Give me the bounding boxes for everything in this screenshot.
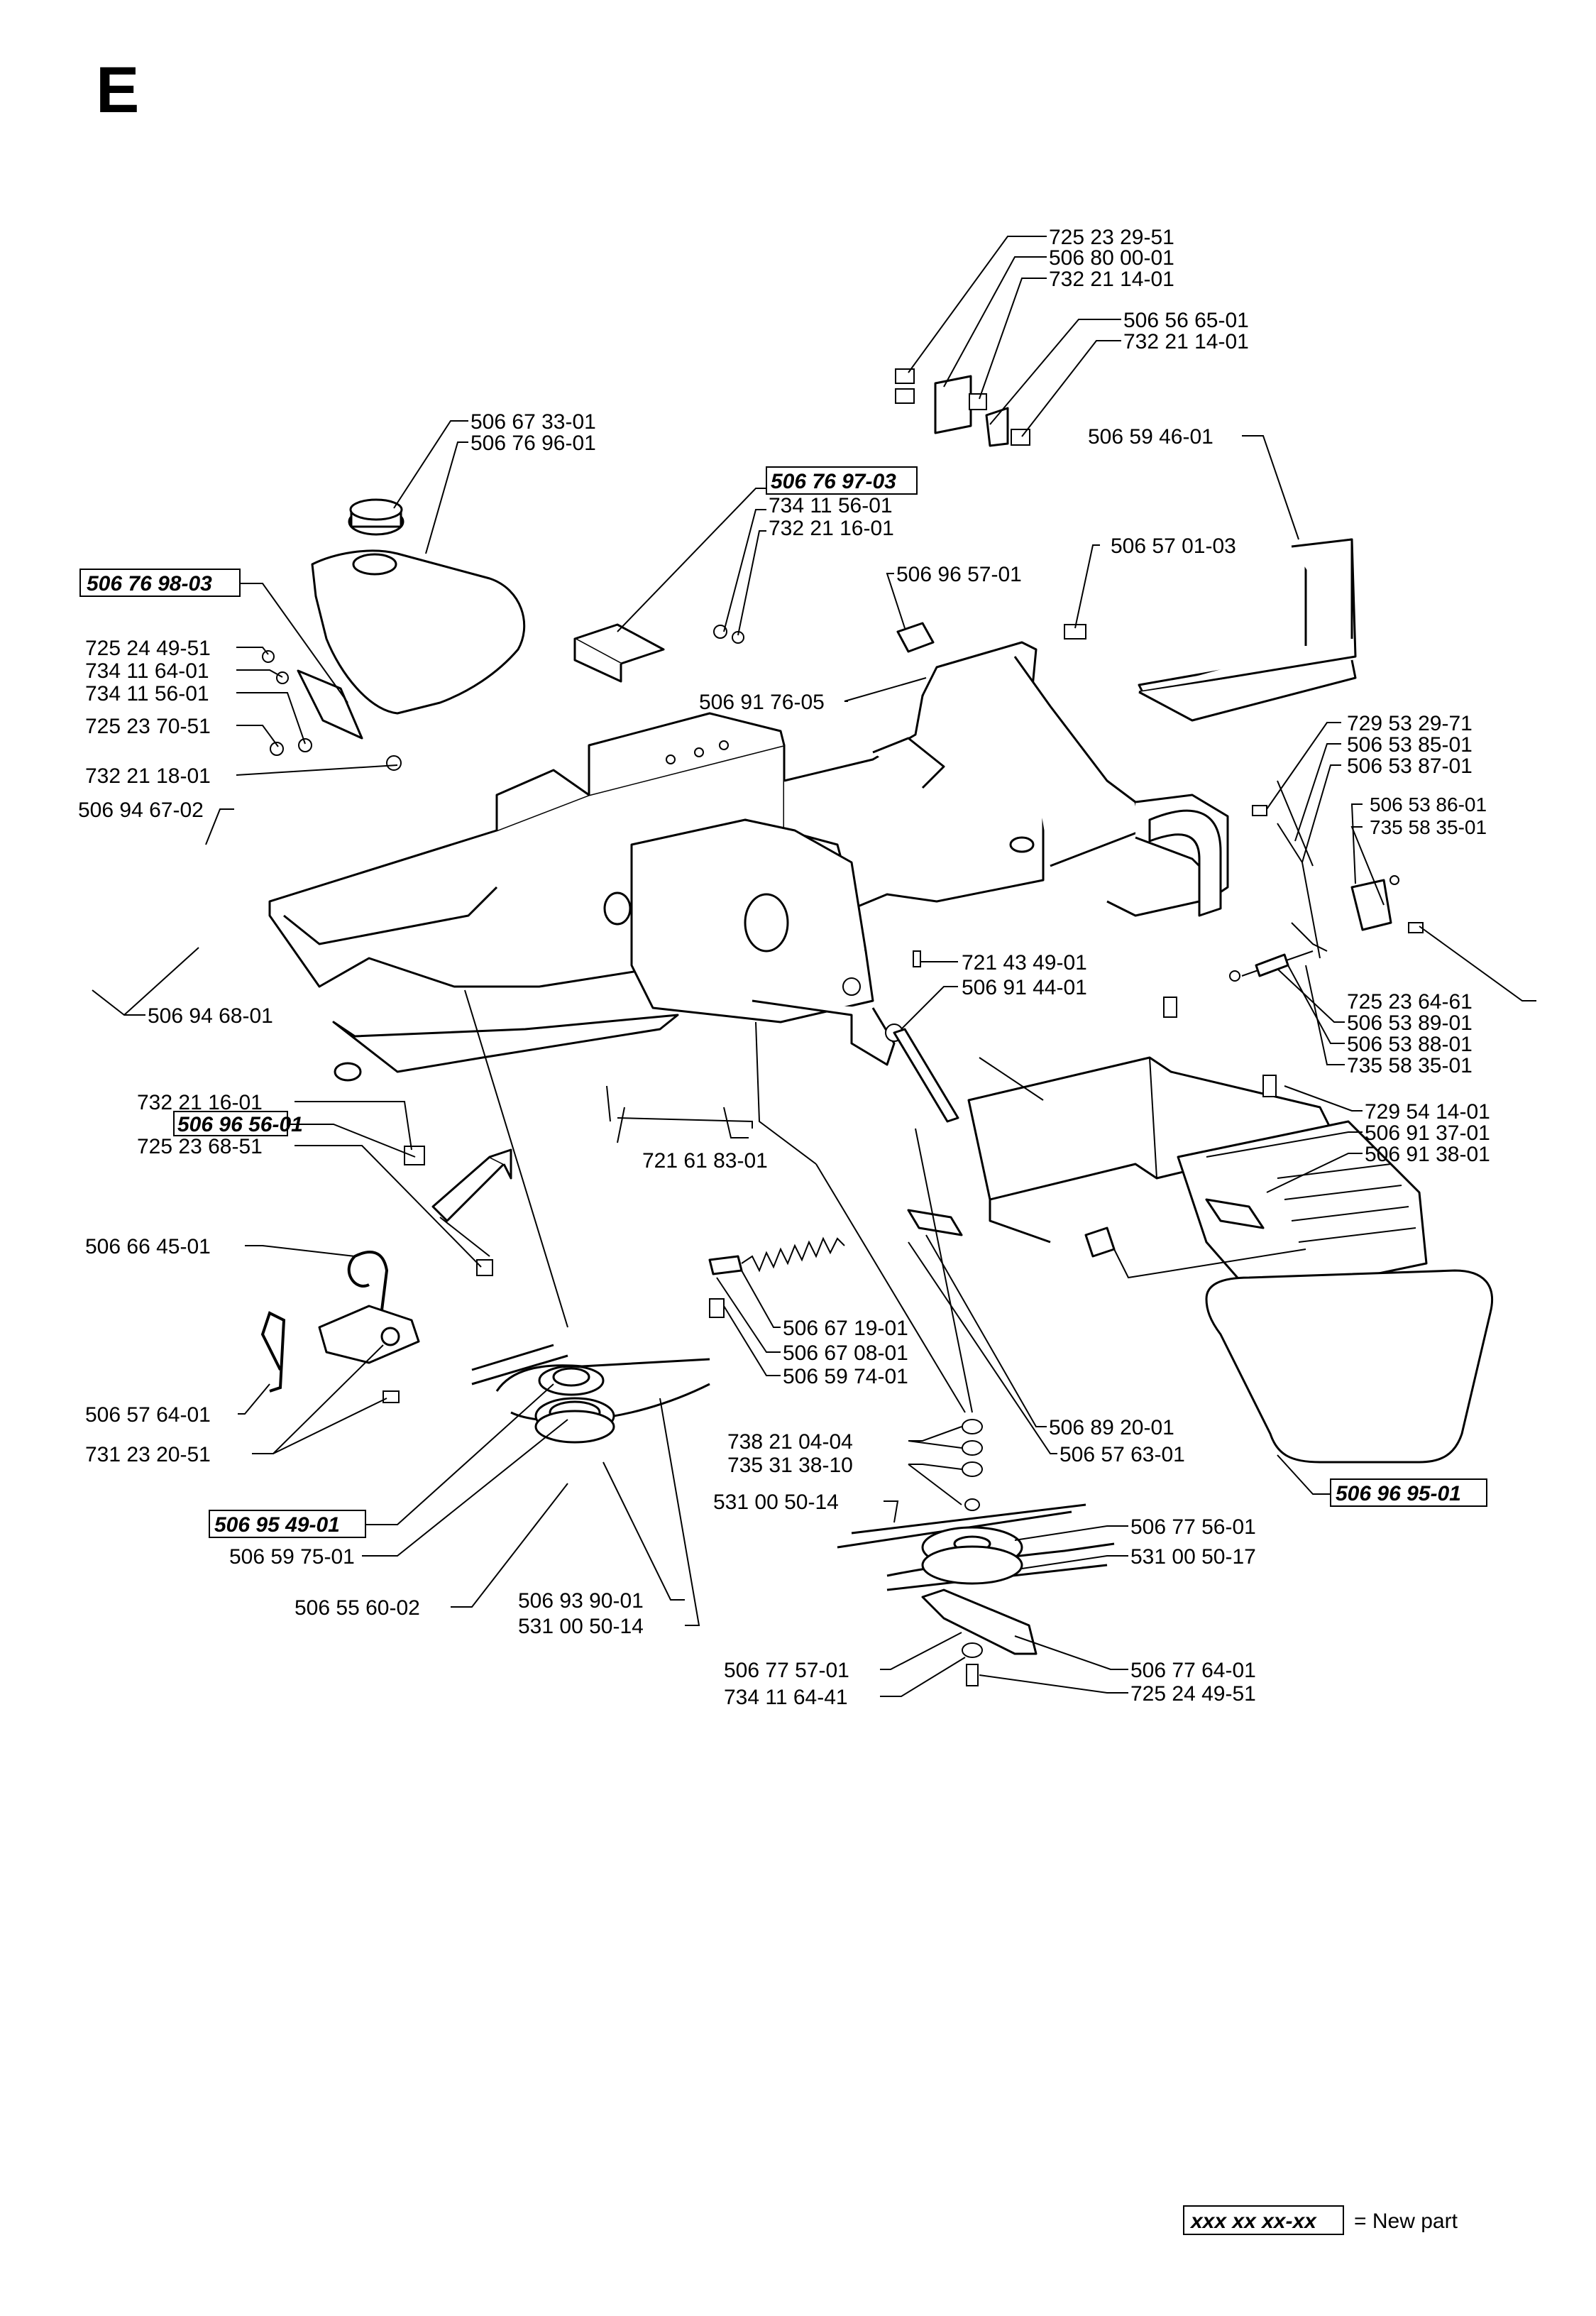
part-number-label: 732 21 18-01 bbox=[85, 764, 211, 788]
part-number-label: 506 96 57-01 bbox=[896, 563, 1022, 586]
knob-illustration bbox=[896, 622, 935, 653]
bracket-hardware-illustration bbox=[895, 368, 1030, 447]
part-number-label: 506 91 76-05 bbox=[699, 691, 825, 714]
part-number-label: 506 53 87-01 bbox=[1347, 754, 1473, 778]
right-pulley-illustration bbox=[837, 1419, 1115, 1686]
part-number-label: 721 61 83-01 bbox=[642, 1149, 768, 1173]
part-number-label: 506 59 75-01 bbox=[229, 1545, 355, 1569]
part-number-label: 732 21 16-01 bbox=[769, 517, 894, 540]
seat-plate-illustration bbox=[1064, 538, 1357, 722]
part-number-label: 734 11 64-41 bbox=[724, 1686, 848, 1709]
new-part-number-label: 506 76 98-03 bbox=[87, 572, 212, 596]
part-number-label: 506 91 44-01 bbox=[962, 976, 1087, 999]
part-number-label: 732 21 14-01 bbox=[1049, 268, 1174, 291]
new-part-box bbox=[766, 466, 918, 495]
new-part-box bbox=[209, 1510, 366, 1538]
new-part-box bbox=[79, 569, 241, 597]
part-number-label: 735 31 38-10 bbox=[727, 1454, 853, 1477]
part-number-label: 506 91 37-01 bbox=[1365, 1121, 1490, 1145]
part-number-label: 506 53 89-01 bbox=[1347, 1011, 1473, 1035]
part-number-label: 734 11 64-01 bbox=[85, 659, 209, 683]
part-number-label: 731 23 20-51 bbox=[85, 1443, 211, 1466]
part-number-label: 725 23 70-51 bbox=[85, 715, 211, 738]
part-number-label: 725 23 68-51 bbox=[137, 1135, 263, 1158]
lift-handle-illustration bbox=[1148, 809, 1222, 917]
part-number-label: 506 76 96-01 bbox=[470, 432, 596, 455]
new-part-number-label: 506 96 95-01 bbox=[1336, 1482, 1461, 1505]
fuel-tank-illustration bbox=[311, 498, 526, 715]
part-number-label: 506 53 85-01 bbox=[1347, 733, 1473, 757]
part-number-label: 506 59 74-01 bbox=[783, 1365, 908, 1388]
cotter-pin-illustration bbox=[606, 1085, 611, 1122]
part-number-label: 506 66 45-01 bbox=[85, 1235, 211, 1258]
part-number-label: 734 11 56-01 bbox=[769, 494, 893, 517]
part-number-label: 506 57 01-03 bbox=[1111, 534, 1236, 558]
guide-lines bbox=[464, 780, 1314, 1413]
tank-bracket-illustration bbox=[262, 623, 744, 771]
part-number-label: 732 21 14-01 bbox=[1123, 330, 1249, 353]
part-number-label: 531 00 50-14 bbox=[518, 1615, 644, 1638]
part-number-label: 506 67 33-01 bbox=[470, 410, 596, 434]
part-number-label: 506 93 90-01 bbox=[518, 1589, 644, 1613]
part-number-label: 735 58 35-01 bbox=[1347, 1054, 1473, 1077]
part-number-label: 506 77 64-01 bbox=[1130, 1659, 1256, 1682]
part-number-label: 506 77 57-01 bbox=[724, 1659, 849, 1682]
screw-illustration bbox=[1262, 1075, 1277, 1097]
pulley-bracket-illustration bbox=[260, 1305, 420, 1403]
part-number-label: 735 58 35-01 bbox=[1370, 816, 1487, 838]
part-number-label: 506 94 68-01 bbox=[148, 1004, 273, 1028]
part-number-label: 732 21 16-01 bbox=[137, 1091, 263, 1114]
legend: xxx xx xx-xx = New part bbox=[1183, 2205, 1458, 2235]
part-number-label: 725 23 29-51 bbox=[1049, 226, 1174, 249]
part-number-label: 725 24 49-51 bbox=[85, 637, 211, 660]
screw-illustration bbox=[1163, 997, 1177, 1018]
leader-lines bbox=[92, 236, 1536, 1697]
part-number-label: 506 89 20-01 bbox=[1049, 1416, 1174, 1439]
part-number-label: 506 56 65-01 bbox=[1123, 309, 1249, 332]
legend-text: = New part bbox=[1354, 2210, 1458, 2233]
left-pulley-belt-illustration bbox=[471, 1344, 710, 1444]
part-number-label: 506 59 46-01 bbox=[1088, 425, 1213, 449]
new-part-box bbox=[1330, 1478, 1487, 1507]
new-part-box bbox=[173, 1111, 288, 1136]
part-number-label: 506 80 00-01 bbox=[1049, 246, 1174, 270]
section-letter: E bbox=[96, 54, 139, 126]
part-number-label: 506 57 64-01 bbox=[85, 1403, 211, 1427]
new-part-number-label: 506 76 97-03 bbox=[771, 470, 896, 493]
grille-and-front-cover-illustration bbox=[1084, 1120, 1494, 1464]
shaft-illustration bbox=[893, 1028, 959, 1123]
bracket-bolt-illustration bbox=[404, 1107, 625, 1276]
part-number-label: 506 67 19-01 bbox=[783, 1317, 908, 1340]
part-number-label: 725 23 64-61 bbox=[1347, 990, 1473, 1014]
part-number-label: 506 67 08-01 bbox=[783, 1341, 908, 1365]
part-number-label: 531 00 50-14 bbox=[713, 1491, 839, 1514]
part-number-label: 738 21 04-04 bbox=[727, 1430, 853, 1454]
new-part-number-label: 506 96 56-01 bbox=[177, 1113, 303, 1136]
new-part-number-label: 506 95 49-01 bbox=[214, 1513, 340, 1537]
part-number-label: 506 53 86-01 bbox=[1370, 794, 1487, 816]
legend-box bbox=[1183, 2205, 1344, 2235]
part-number-label: 721 43 49-01 bbox=[962, 951, 1087, 975]
part-number-label: 506 55 60-02 bbox=[295, 1596, 420, 1620]
part-labels: 725 23 29-51 506 80 00-01 732 21 14-01 5… bbox=[78, 226, 1490, 1709]
part-number-label: 729 54 14-01 bbox=[1365, 1100, 1490, 1124]
part-number-label: 734 11 56-01 bbox=[85, 682, 209, 706]
part-number-label: 506 94 67-02 bbox=[78, 798, 204, 822]
part-number-label: 506 77 56-01 bbox=[1130, 1515, 1256, 1539]
part-number-label: 506 57 63-01 bbox=[1060, 1443, 1185, 1466]
part-number-label: 506 53 88-01 bbox=[1347, 1033, 1473, 1056]
part-number-label: 725 24 49-51 bbox=[1130, 1682, 1256, 1706]
legend-code: xxx xx xx-xx bbox=[1189, 2210, 1317, 2233]
spring-lever-illustration bbox=[708, 1209, 963, 1318]
part-number-label: 729 53 29-71 bbox=[1347, 712, 1473, 735]
part-number-label: 531 00 50-17 bbox=[1130, 1545, 1256, 1569]
part-number-label: 506 91 38-01 bbox=[1365, 1143, 1490, 1166]
pin-illustration bbox=[913, 950, 921, 967]
